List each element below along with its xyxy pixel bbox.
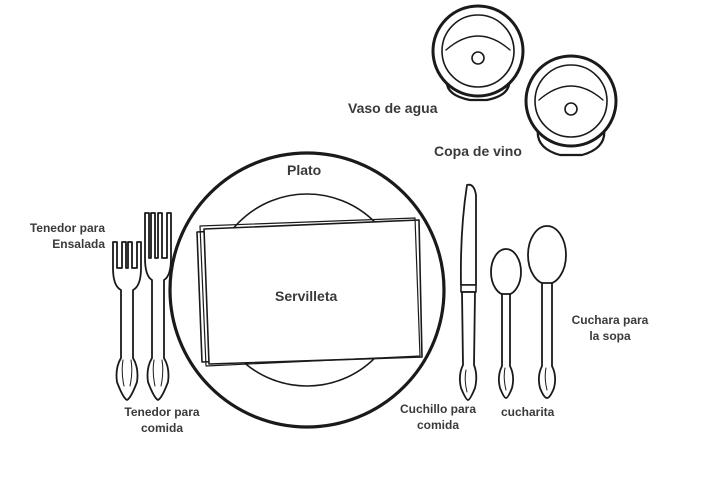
dinner-fork-label-line1: Tenedor para bbox=[124, 405, 200, 419]
dinner-fork-label-line2: comida bbox=[140, 421, 183, 435]
plate-label: Plato bbox=[287, 162, 322, 178]
water-glass-label: Vaso de agua bbox=[348, 100, 438, 116]
soup-spoon-label: Cuchara para la sopa bbox=[560, 312, 660, 344]
dinner-fork-icon bbox=[144, 212, 172, 401]
knife-label-line1: Cuchillo para bbox=[399, 402, 476, 416]
soup-spoon-label-line2: la sopa bbox=[589, 329, 631, 343]
salad-fork-label: Tenedor para Ensalada bbox=[20, 220, 105, 252]
knife-label-line2: comida bbox=[416, 418, 459, 432]
soup-spoon-icon bbox=[527, 225, 567, 399]
soup-spoon-label-line1: Cuchara para bbox=[571, 313, 649, 327]
salad-fork-icon bbox=[112, 241, 142, 401]
water-glass-icon bbox=[431, 4, 525, 102]
napkin-label: Servilleta bbox=[275, 288, 338, 304]
teaspoon-icon bbox=[490, 248, 522, 399]
wine-glass-label: Copa de vino bbox=[434, 143, 522, 159]
wine-glass-icon bbox=[524, 54, 618, 157]
teaspoon-label: cucharita bbox=[501, 405, 555, 419]
dinner-fork-label: Tenedor para comida bbox=[112, 404, 212, 436]
knife-icon bbox=[458, 183, 478, 401]
salad-fork-label-line2: Ensalada bbox=[52, 237, 105, 251]
napkin-icon bbox=[196, 217, 423, 367]
knife-label: Cuchillo para comida bbox=[388, 401, 488, 433]
salad-fork-label-line1: Tenedor para bbox=[29, 221, 105, 235]
